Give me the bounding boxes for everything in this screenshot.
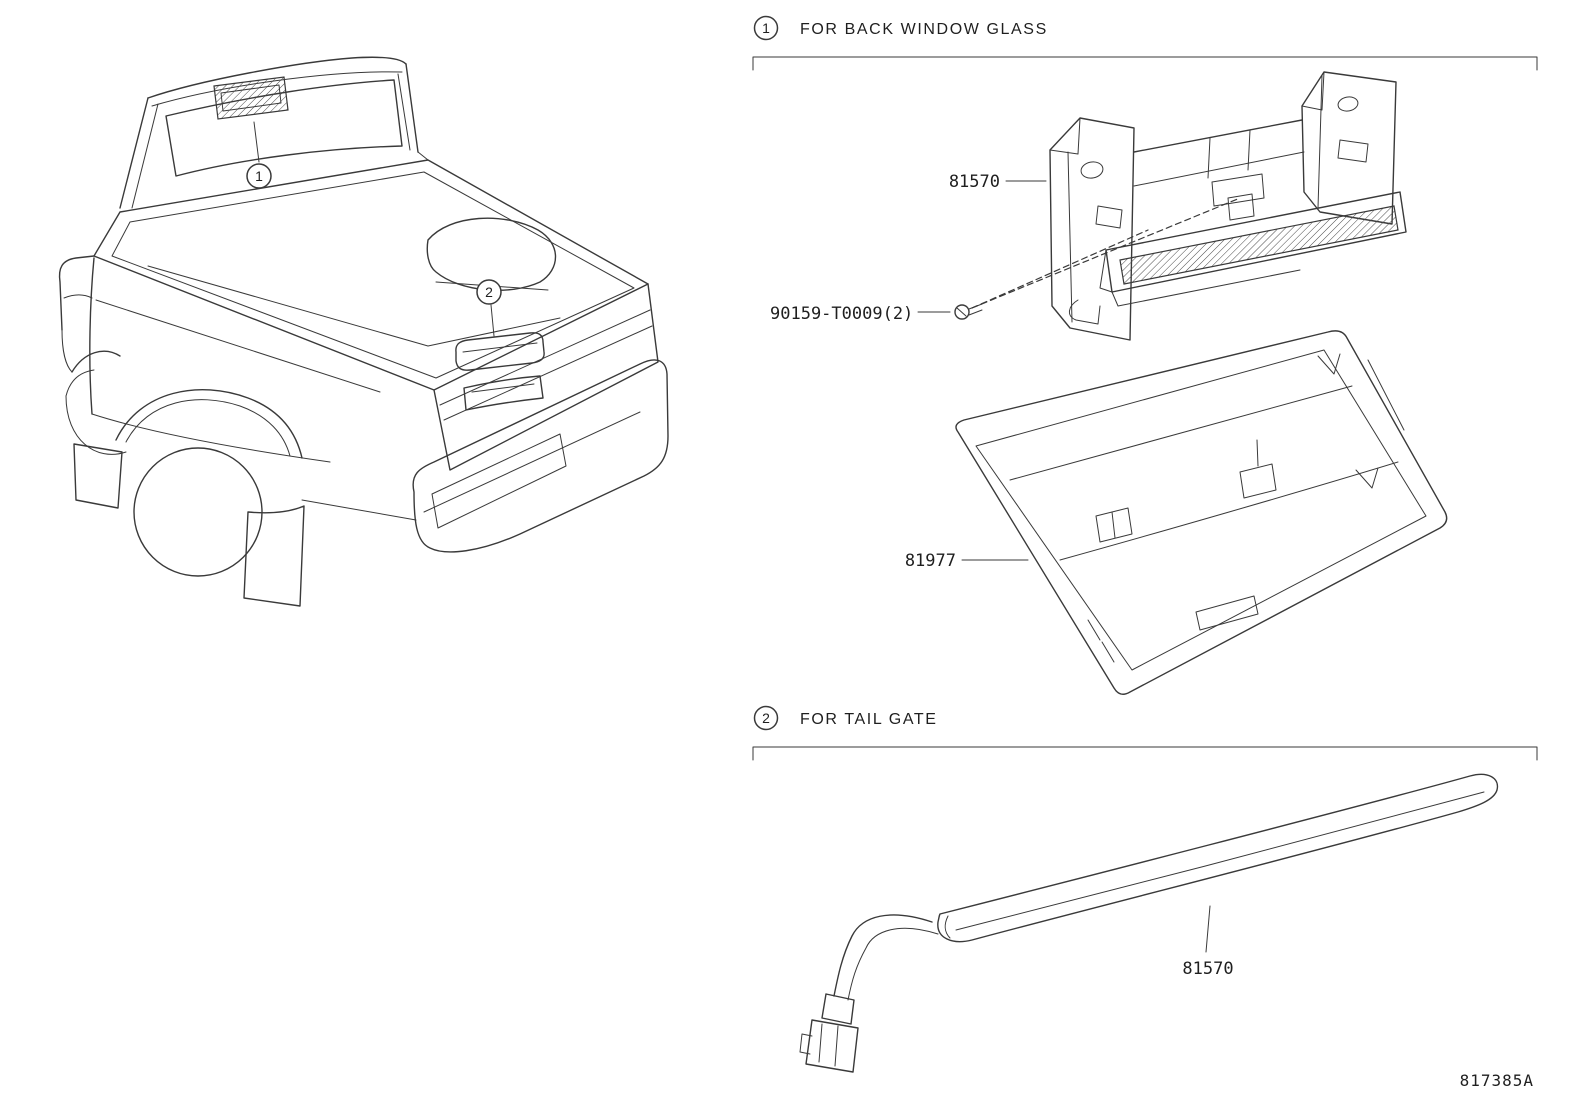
screw-head-icon: [954, 304, 970, 320]
rear-bumper-drawing: [412, 359, 669, 553]
rear-wheel-drawing: [115, 388, 417, 607]
front-end-drawing: [58, 255, 127, 509]
part-number-lamp-assembly-back-window: 81570: [949, 172, 1000, 192]
section-back-window-title: FOR BACK WINDOW GLASS: [800, 21, 1048, 38]
callout-back-window-number: 1: [255, 168, 263, 184]
section-back-window: 1 FOR BACK WINDOW GLASS: [752, 15, 1538, 695]
lamp-connector-drawing: [799, 993, 859, 1073]
part-number-garnish: 81977: [905, 551, 956, 571]
section-back-window-header: 1 FOR BACK WINDOW GLASS: [753, 15, 1048, 41]
callout-tail-gate: 2: [476, 279, 502, 305]
screw-dashed-leader-2: [971, 197, 1241, 309]
screw-dashed-leader-1: [971, 229, 1149, 309]
section-tail-gate: 2 FOR TAIL GATE 81570: [752, 705, 1538, 1073]
callout-2-leader: [490, 304, 495, 337]
section-tail-gate-title: FOR TAIL GATE: [800, 711, 938, 728]
section-back-window-bracket-line: [752, 56, 1538, 71]
tail-gate-lamp-bar-drawing: [799, 773, 1499, 1073]
section-tail-gate-bracket-line: [752, 746, 1538, 761]
part-number-screw: 90159-T0009(2): [770, 304, 913, 324]
part-number-lamp-assembly-tail-gate: 81570: [1182, 959, 1233, 979]
callout-back-window: 1: [246, 163, 272, 189]
section-tail-gate-header: 2 FOR TAIL GATE: [753, 705, 938, 731]
high-mount-stop-lamp-drawing: [213, 76, 289, 120]
diagram-code: 817385A: [1460, 1071, 1534, 1090]
tailgate-drawing: [433, 283, 659, 471]
lamp-lens-hatch: [1119, 205, 1399, 285]
screw-drawing: [954, 197, 1241, 320]
callout-tail-gate-number: 2: [485, 284, 493, 300]
callout-1-leader: [253, 121, 260, 163]
tailgate-lamp-drawing: [455, 332, 545, 371]
section-tail-gate-callout-number: 2: [762, 710, 770, 726]
garnish-drawing: [955, 330, 1448, 695]
wheel-hump-drawing: [426, 217, 556, 291]
lamp-bracket-assembly-drawing: [1049, 71, 1407, 341]
section-back-window-callout-number: 1: [762, 20, 770, 36]
part-leader-lamp-tailgate: [1205, 905, 1211, 953]
lamp-wire-drawing: [833, 914, 939, 1001]
truck-overview-drawing: 1 2: [58, 56, 669, 607]
